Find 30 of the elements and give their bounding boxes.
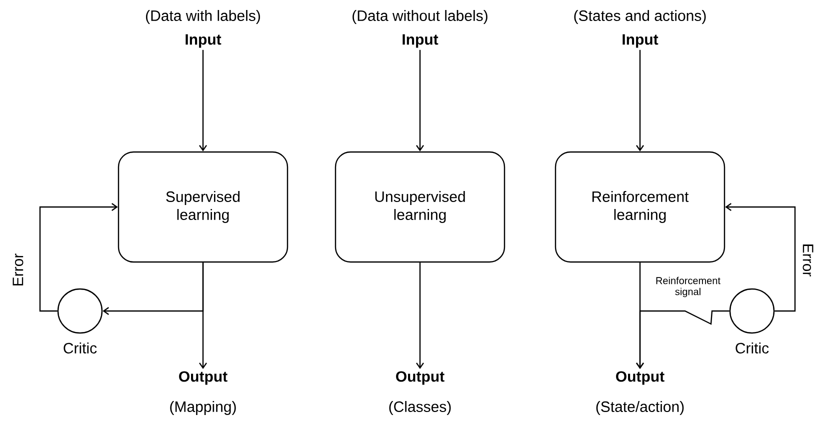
arrow — [416, 262, 424, 369]
caption-text: Critic — [64, 342, 97, 354]
arrow — [636, 310, 730, 369]
edge-label: Reinforcement signal — [647, 276, 729, 298]
caption-text: (Data without labels) — [352, 10, 488, 24]
arrow — [416, 50, 424, 152]
critic-circle — [729, 288, 775, 334]
caption-text: (Classes) — [389, 401, 451, 415]
caption-text: (Data with labels) — [146, 10, 260, 24]
caption-text: (Mapping) — [170, 401, 236, 415]
caption-text: Critic — [736, 342, 769, 354]
caption-text: (State/action) — [596, 401, 684, 415]
process-box: Unsupervised learning — [334, 151, 506, 263]
edge-label: Error — [802, 242, 814, 278]
arrow — [39, 203, 118, 312]
node-label: Output — [396, 371, 444, 385]
node-label: Input — [186, 34, 222, 48]
arrow — [636, 50, 644, 152]
node-label: Input — [622, 34, 658, 48]
node-label: Output — [616, 371, 664, 385]
critic-circle — [57, 288, 103, 334]
process-box: Reinforcement learning — [554, 151, 726, 263]
edge-label: Error — [12, 252, 24, 288]
node-label: Output — [179, 371, 228, 385]
node-label: Input — [402, 34, 438, 48]
arrow — [725, 203, 796, 312]
process-box: Supervised learning — [118, 151, 288, 263]
arrow — [199, 50, 207, 152]
caption-text: (States and actions) — [574, 10, 706, 24]
arrow — [102, 262, 204, 315]
